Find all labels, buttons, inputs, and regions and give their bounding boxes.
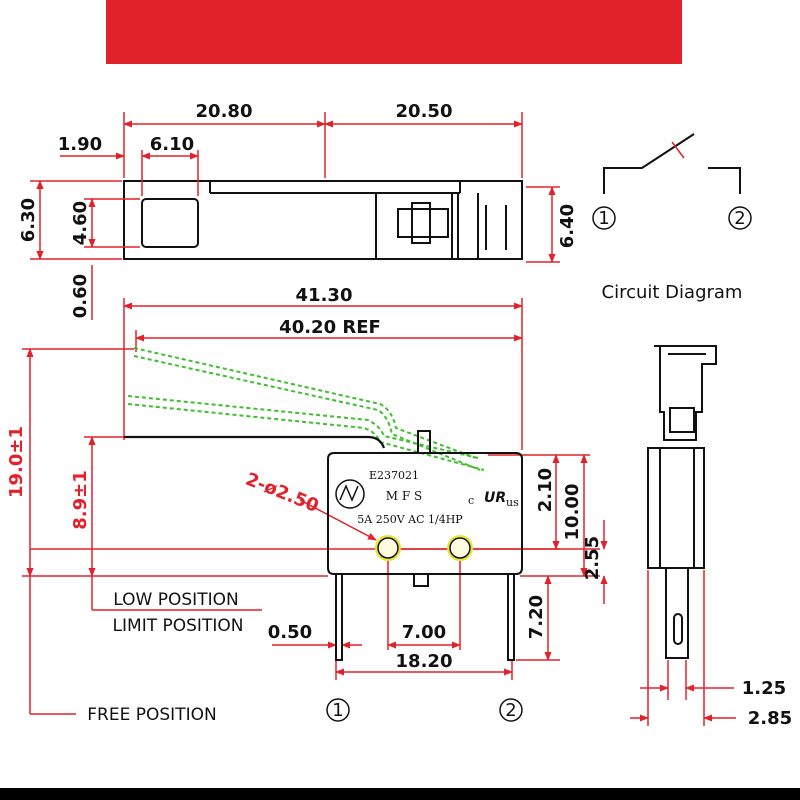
terminal-2-label: 2 <box>505 700 516 721</box>
dim-2-10: 2.10 <box>535 468 556 512</box>
top-view-dim-lines <box>30 112 560 320</box>
dim-8-9: 8.9±1 <box>70 470 91 530</box>
switch-symbol-icon <box>603 133 741 194</box>
circuit-terminal-1: 1 <box>598 208 609 229</box>
dim-20-80: 20.80 <box>196 101 253 122</box>
dim-10-00: 10.00 <box>562 484 583 541</box>
header-banner <box>106 0 682 64</box>
svg-text:c: c <box>468 494 474 507</box>
ul-recognized-icon: c UR us <box>468 490 519 509</box>
rating-marking: 5A 250V AC 1/4HP <box>357 513 463 526</box>
dim-7-20: 7.20 <box>526 595 547 639</box>
dim-2-55: 2.55 <box>582 536 603 580</box>
lever-low-position <box>124 435 386 449</box>
dim-1-25: 1.25 <box>742 678 786 699</box>
mounting-holes <box>375 535 473 561</box>
switch-contact-mark <box>671 141 685 159</box>
circuit-terminal-1-circle <box>592 206 616 230</box>
lever-free-position <box>133 347 481 471</box>
dim-6-30: 6.30 <box>18 198 39 242</box>
terminal-1-label: 1 <box>332 700 343 721</box>
dim-2-85: 2.85 <box>748 708 792 729</box>
dim-40-20-ref: 40.20 REF <box>279 317 381 338</box>
dim-7-00: 7.00 <box>402 622 446 643</box>
dim-0-60: 0.60 <box>70 274 91 318</box>
dim-6-10: 6.10 <box>150 134 194 155</box>
front-view: E237021 M F S 5A 250V AC 1/4HP c UR us 4… <box>6 285 608 725</box>
dim-19-0: 19.0±1 <box>6 426 27 498</box>
cert-number: E237021 <box>369 469 419 482</box>
dim-4-60: 4.60 <box>70 201 91 245</box>
side-view-outline <box>647 345 717 659</box>
side-view: 1.25 2.85 <box>630 345 792 729</box>
dim-41-30: 41.30 <box>296 285 353 306</box>
circuit-terminal-2-circle <box>728 206 752 230</box>
top-view-outline <box>123 180 523 260</box>
svg-text:UR: UR <box>484 490 506 506</box>
dim-6-40: 6.40 <box>557 204 578 248</box>
dim-1-90: 1.90 <box>58 134 102 155</box>
circuit-diagram-title: Circuit Diagram <box>602 282 743 303</box>
bottom-border <box>0 788 800 800</box>
brand-logo-icon <box>335 479 365 509</box>
free-position-label: FREE POSITION <box>87 705 216 725</box>
top-view: 20.80 20.50 1.90 6.10 6.30 4.60 0.60 6.4… <box>18 101 578 320</box>
circuit-diagram: 1 2 Circuit Diagram <box>592 133 752 303</box>
circuit-terminal-2: 2 <box>734 208 745 229</box>
switch-body <box>327 430 523 661</box>
terminal-2-circle <box>499 698 523 722</box>
low-position-label: LOW POSITION <box>113 590 238 610</box>
limit-position-label: LIMIT POSITION <box>113 616 244 636</box>
side-view-dim-lines <box>630 570 736 726</box>
dim-0-50: 0.50 <box>268 622 312 643</box>
terminal-1-circle <box>326 698 350 722</box>
dim-20-50: 20.50 <box>396 101 453 122</box>
svg-text:us: us <box>506 496 519 509</box>
dim-hole-diameter: 2-ø2.50 <box>243 469 322 517</box>
mfs-marking: M F S <box>386 489 422 503</box>
dim-18-20: 18.20 <box>396 651 453 672</box>
